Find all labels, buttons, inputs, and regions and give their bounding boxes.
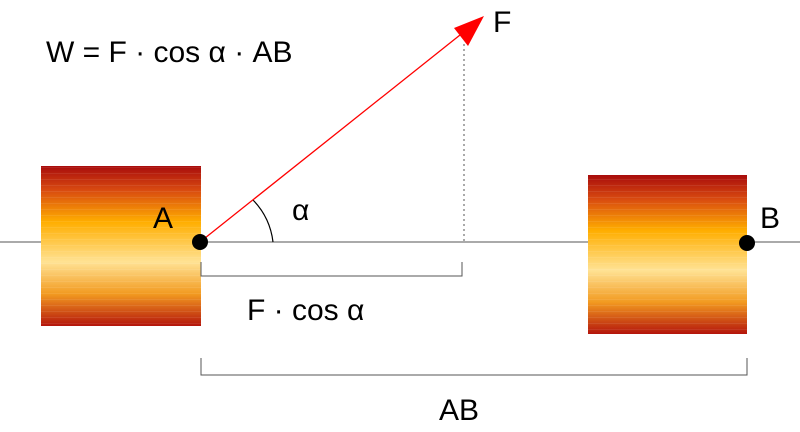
force-vector (199, 16, 484, 243)
work-formula: W = F · cos α · AB (46, 36, 293, 69)
point-a-dot (192, 234, 208, 250)
projection-bracket (200, 262, 463, 277)
angle-arc (252, 199, 274, 243)
distance-bracket (200, 358, 748, 376)
projection-label: F · cos α (247, 294, 364, 327)
point-b-dot (739, 235, 755, 251)
distance-label: AB (439, 394, 479, 427)
point-b-label: B (760, 202, 780, 235)
force-label: F (493, 6, 511, 39)
point-a-label: A (153, 202, 173, 235)
block-b (588, 175, 747, 334)
angle-label: α (292, 194, 309, 227)
block-a (41, 166, 201, 326)
